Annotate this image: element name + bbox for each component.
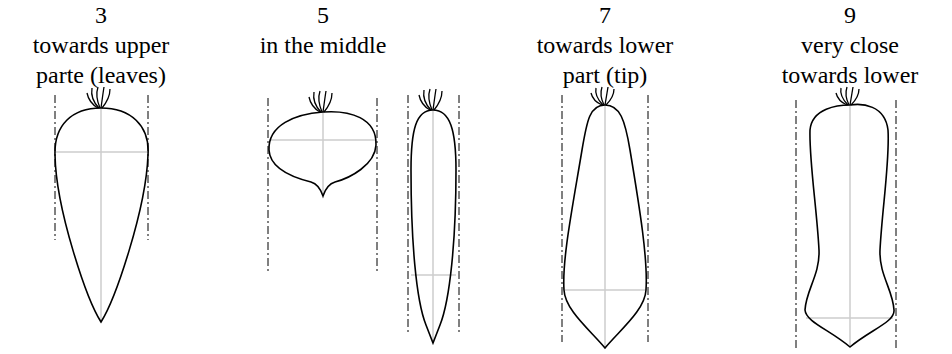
- score-number: 3: [71, 0, 131, 30]
- position-description: towards lower part (tip): [520, 30, 690, 90]
- score-number: 9: [820, 0, 880, 30]
- score-number: 7: [575, 0, 635, 30]
- position-description: towards upper parte (leaves): [16, 30, 186, 90]
- score-number: 5: [293, 0, 353, 30]
- position-description: very close towards lower: [770, 30, 930, 90]
- width-guide-lines: [55, 95, 896, 348]
- position-description: in the middle: [238, 30, 408, 60]
- root-outline: [55, 104, 894, 348]
- leaf-tuft: [87, 87, 859, 112]
- gray-crosshair: [55, 105, 893, 348]
